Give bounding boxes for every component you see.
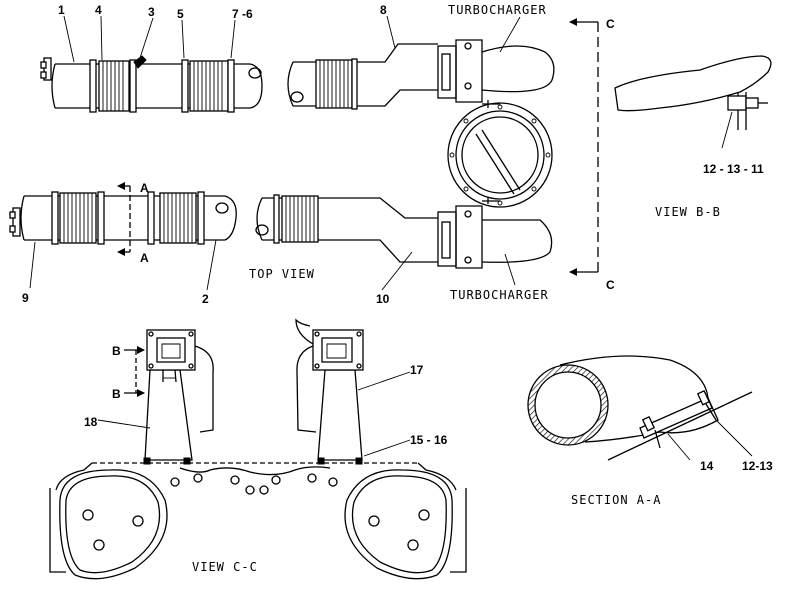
callout-2: 2 xyxy=(202,292,209,306)
callout-12-13-11: 12 - 13 - 11 xyxy=(703,162,764,176)
section-mark-c-upper: C xyxy=(606,17,615,31)
section-a-cut-line xyxy=(117,182,131,256)
section-mark-c-lower: C xyxy=(606,278,615,292)
view-cc-caption: VIEW C-C xyxy=(192,560,258,574)
callout-5: 5 xyxy=(177,7,184,21)
right-support-bracket xyxy=(295,318,364,465)
view-b-line xyxy=(124,346,145,397)
section-aa-detail xyxy=(527,355,753,461)
upper-left-pipe-assembly xyxy=(40,55,263,113)
turbo-flange xyxy=(447,102,553,208)
leader-lines xyxy=(29,15,753,461)
callout-7-6: 7 -6 xyxy=(232,7,253,21)
section-mark-a-lower: A xyxy=(140,251,149,265)
callout-9: 9 xyxy=(22,291,29,305)
turbocharger-label-bottom: TURBOCHARGER xyxy=(450,288,549,302)
view-bb-caption: VIEW B-B xyxy=(655,205,721,219)
callout-12-13: 12-13 xyxy=(742,459,773,473)
lower-right-pipe-assembly xyxy=(255,194,553,269)
callout-8: 8 xyxy=(380,3,387,17)
view-bb-detail xyxy=(614,55,772,149)
callout-17: 17 xyxy=(410,363,424,377)
upper-right-pipe-assembly xyxy=(287,39,555,110)
callout-10: 10 xyxy=(376,292,390,306)
bellows-left xyxy=(98,60,130,112)
callout-14: 14 xyxy=(700,459,714,473)
top-view-caption: TOP VIEW xyxy=(249,267,315,281)
section-mark-b-lower: B xyxy=(112,387,121,401)
callout-18: 18 xyxy=(84,415,98,429)
turbocharger-label-top: TURBOCHARGER xyxy=(448,3,547,17)
clamps xyxy=(89,59,235,113)
section-aa-caption: SECTION A-A xyxy=(571,493,661,507)
section-mark-a-upper: A xyxy=(140,181,149,195)
callout-1: 1 xyxy=(58,3,65,17)
lower-left-pipe-assembly xyxy=(9,191,237,245)
view-cc-manifold xyxy=(49,462,467,580)
callout-4: 4 xyxy=(95,3,102,17)
callout-15-16: 15 - 16 xyxy=(410,433,448,447)
bellows-right xyxy=(189,60,229,112)
section-mark-b-upper: B xyxy=(112,344,121,358)
callout-3: 3 xyxy=(148,5,155,19)
left-support-bracket xyxy=(143,329,214,465)
view-c-line xyxy=(569,18,599,276)
